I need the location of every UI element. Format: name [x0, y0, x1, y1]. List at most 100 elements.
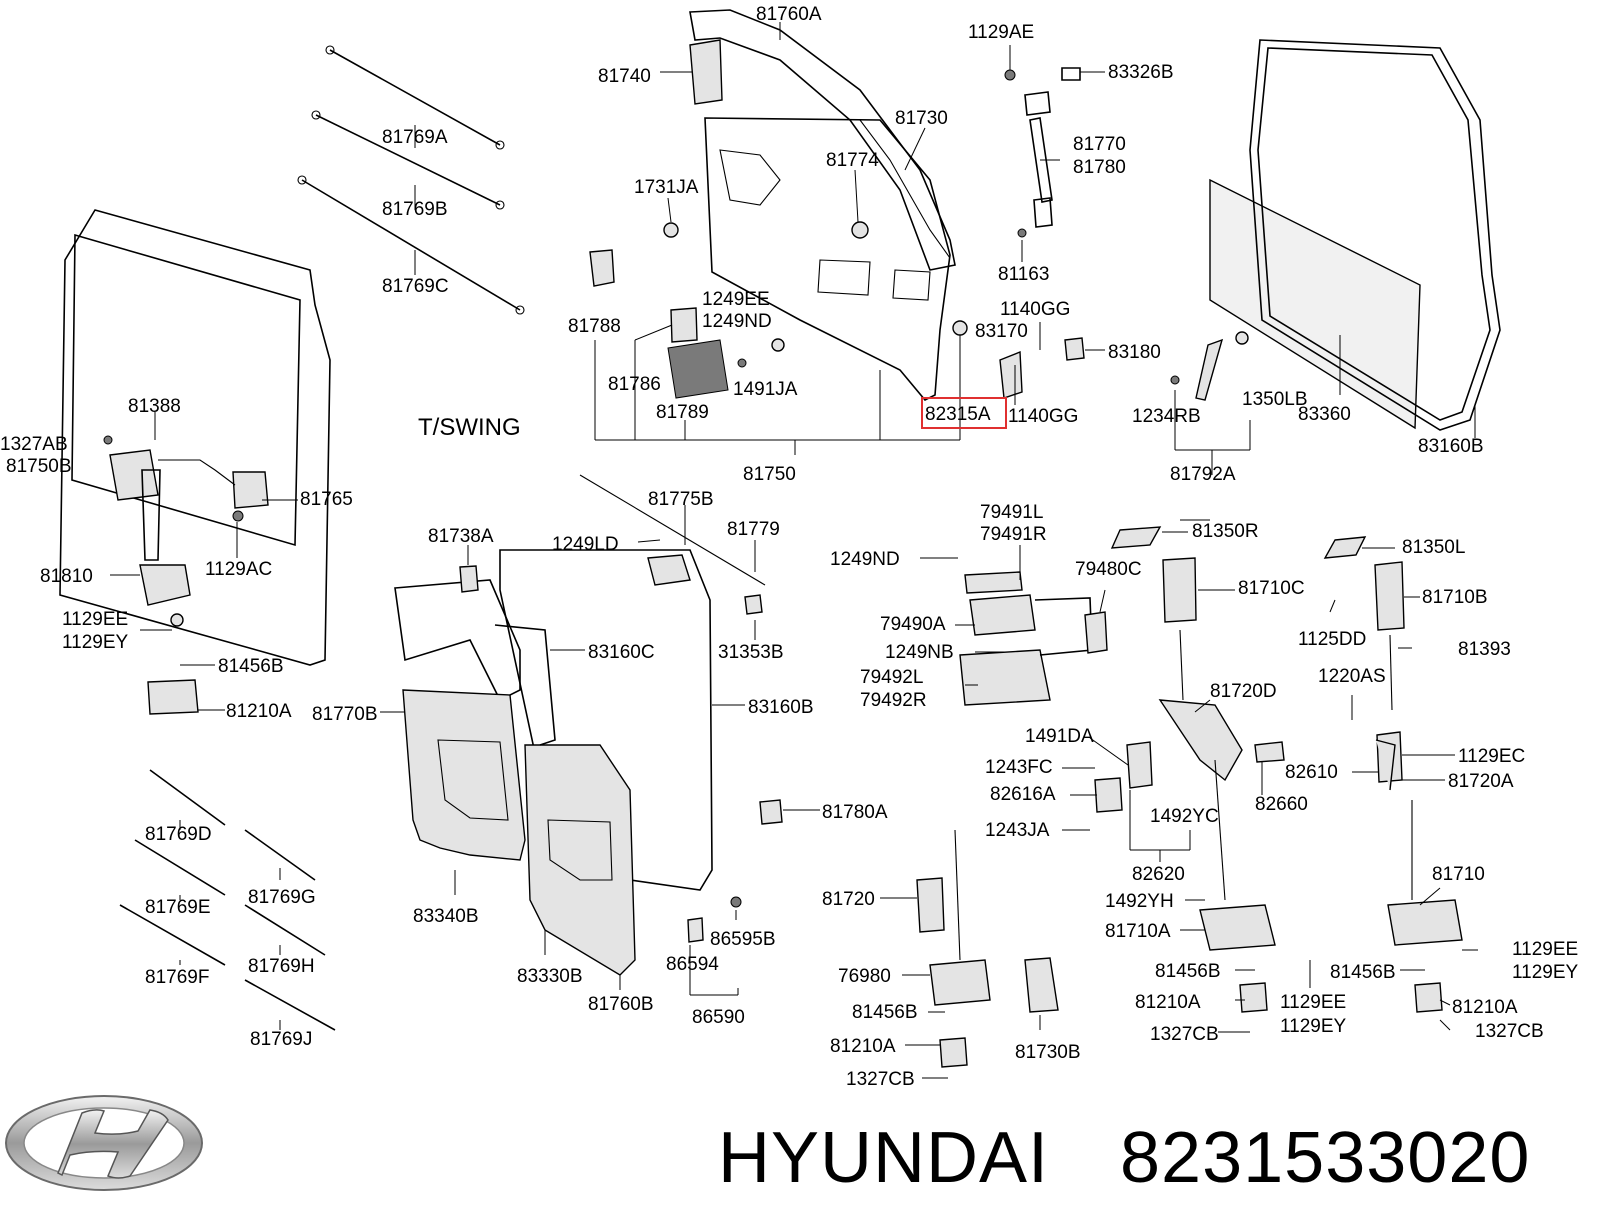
part-label[interactable]: 83160B: [748, 697, 814, 718]
part-label[interactable]: 81780A: [822, 802, 888, 823]
part-label[interactable]: 81720A: [1448, 771, 1514, 792]
part-label[interactable]: 1243FC: [985, 757, 1053, 778]
part-label[interactable]: 1249LD: [552, 534, 619, 555]
part-label[interactable]: 79480C: [1075, 559, 1142, 580]
part-label[interactable]: 1327CB: [1150, 1024, 1219, 1045]
part-label[interactable]: 1491JA: [733, 379, 798, 400]
part-label[interactable]: 1492YH: [1105, 891, 1174, 912]
part-label[interactable]: 1350LB: [1242, 389, 1308, 410]
part-label[interactable]: 81780: [1073, 157, 1126, 178]
part-label[interactable]: 81710A: [1105, 921, 1171, 942]
part-label[interactable]: 83160B: [1418, 436, 1484, 457]
part-label[interactable]: 1129EE: [62, 609, 128, 630]
part-label[interactable]: 82616A: [990, 784, 1056, 805]
part-label[interactable]: 1492YC: [1150, 806, 1219, 827]
part-label[interactable]: 79491R: [980, 524, 1047, 545]
part-label[interactable]: 83326B: [1108, 62, 1174, 83]
part-label[interactable]: 81210A: [1452, 997, 1518, 1018]
part-label[interactable]: 81760A: [756, 4, 822, 25]
part-label[interactable]: 81456B: [1330, 962, 1396, 983]
part-label[interactable]: 82660: [1255, 794, 1308, 815]
part-label[interactable]: 81769E: [145, 897, 211, 918]
part-label[interactable]: 86595B: [710, 929, 776, 950]
part-label[interactable]: 81769J: [250, 1029, 312, 1050]
part-label[interactable]: 1220AS: [1318, 666, 1386, 687]
part-label[interactable]: 81710C: [1238, 578, 1305, 599]
part-label[interactable]: 81770: [1073, 134, 1126, 155]
part-label[interactable]: 81210A: [226, 701, 292, 722]
part-label[interactable]: 81789: [656, 402, 709, 423]
part-label[interactable]: 31353B: [718, 642, 784, 663]
part-label[interactable]: 83170: [975, 321, 1028, 342]
part-label[interactable]: 1129AC: [205, 559, 272, 580]
part-label[interactable]: 81779: [727, 519, 780, 540]
part-label[interactable]: 1125DD: [1298, 629, 1366, 650]
part-label[interactable]: 81393: [1458, 639, 1511, 660]
part-label[interactable]: 1249ND: [830, 549, 900, 570]
part-label[interactable]: 81730: [895, 108, 948, 129]
part-label[interactable]: 81350R: [1192, 521, 1259, 542]
part-label[interactable]: 82610: [1285, 762, 1338, 783]
part-label[interactable]: 81769D: [145, 824, 212, 845]
part-label[interactable]: 1129EE: [1512, 939, 1578, 960]
part-label[interactable]: 79490A: [880, 614, 946, 635]
part-label[interactable]: 86590: [692, 1007, 745, 1028]
part-label[interactable]: 1243JA: [985, 820, 1050, 841]
part-label[interactable]: 81456B: [218, 656, 284, 677]
part-label[interactable]: 1491DA: [1025, 726, 1094, 747]
part-label[interactable]: 81730B: [1015, 1042, 1081, 1063]
part-label[interactable]: 81720D: [1210, 681, 1277, 702]
part-label[interactable]: 1731JA: [634, 177, 699, 198]
part-label[interactable]: 1249NB: [885, 642, 954, 663]
part-label[interactable]: 1327AB: [0, 434, 68, 455]
part-label[interactable]: 1249EE: [702, 289, 770, 310]
part-label[interactable]: 81770B: [312, 704, 378, 725]
part-label[interactable]: 81769B: [382, 199, 448, 220]
part-label[interactable]: 79492R: [860, 690, 927, 711]
part-label[interactable]: 81750B: [6, 456, 72, 477]
part-label[interactable]: 81710: [1432, 864, 1485, 885]
part-label[interactable]: 1129EY: [62, 632, 129, 653]
part-label[interactable]: 86594: [666, 954, 719, 975]
part-label[interactable]: 81350L: [1402, 537, 1465, 558]
part-label[interactable]: 1140GG: [1008, 406, 1078, 427]
part-label[interactable]: 81740: [598, 66, 651, 87]
part-label[interactable]: 81750: [743, 464, 796, 485]
part-label[interactable]: 81774: [826, 150, 879, 171]
part-label[interactable]: 81765: [300, 489, 353, 510]
part-label[interactable]: 1129AE: [968, 22, 1034, 43]
part-label[interactable]: 81456B: [1155, 961, 1221, 982]
part-label[interactable]: 81769G: [248, 887, 316, 908]
part-label[interactable]: 83360: [1298, 404, 1351, 425]
part-label[interactable]: 81769F: [145, 967, 209, 988]
part-label[interactable]: 1249ND: [702, 311, 772, 332]
part-label[interactable]: 83160C: [588, 642, 655, 663]
part-label[interactable]: 81788: [568, 316, 621, 337]
part-label[interactable]: 81769C: [382, 276, 449, 297]
part-label[interactable]: 1129EY: [1280, 1016, 1347, 1037]
part-label[interactable]: 1327CB: [1475, 1021, 1544, 1042]
part-label[interactable]: 81388: [128, 396, 181, 417]
part-label[interactable]: 1129EE: [1280, 992, 1346, 1013]
part-label[interactable]: 81210A: [1135, 992, 1201, 1013]
part-label[interactable]: 81720: [822, 889, 875, 910]
part-label[interactable]: 1234RB: [1132, 406, 1201, 427]
part-label[interactable]: 81775B: [648, 489, 714, 510]
part-label[interactable]: 1140GG: [1000, 299, 1070, 320]
part-label[interactable]: 82315A: [925, 404, 991, 425]
part-label[interactable]: 81456B: [852, 1002, 918, 1023]
part-label[interactable]: 81786: [608, 374, 661, 395]
part-label[interactable]: 79491L: [980, 502, 1043, 523]
part-label[interactable]: 83340B: [413, 906, 479, 927]
part-label[interactable]: 81163: [998, 264, 1049, 285]
part-label[interactable]: 83330B: [517, 966, 583, 987]
part-label[interactable]: 79492L: [860, 667, 923, 688]
part-label[interactable]: 1327CB: [846, 1069, 915, 1090]
part-label[interactable]: 81760B: [588, 994, 654, 1015]
part-label[interactable]: 83180: [1108, 342, 1161, 363]
part-label[interactable]: 76980: [838, 966, 891, 987]
part-label[interactable]: 81792A: [1170, 464, 1236, 485]
part-label[interactable]: 81810: [40, 566, 93, 587]
part-label[interactable]: 82620: [1132, 864, 1185, 885]
part-label[interactable]: 81769A: [382, 127, 448, 148]
